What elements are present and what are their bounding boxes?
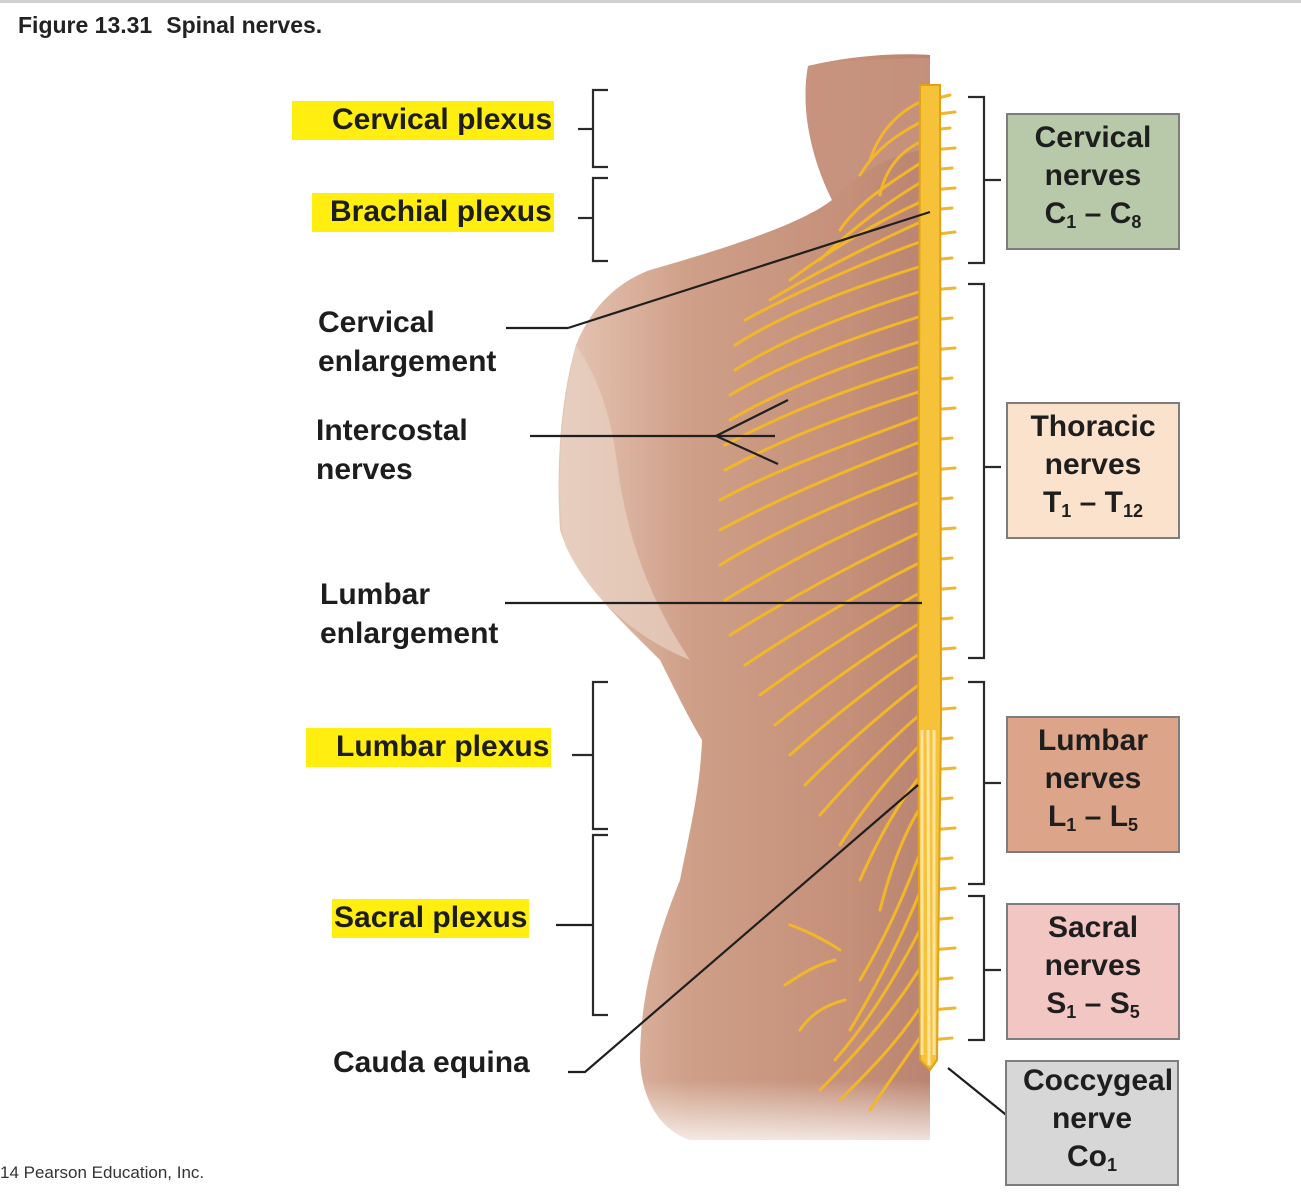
label-sacral-plexus: Sacral plexus: [332, 898, 530, 938]
label-intercostal-nerves: Intercostal nerves: [316, 411, 468, 489]
bottom-fade: [620, 1080, 940, 1150]
range-dash: –: [1084, 197, 1102, 230]
range-start-sub: 1: [1061, 501, 1072, 521]
arm-shading: [559, 345, 690, 660]
range-start-sub: 1: [1106, 1155, 1117, 1175]
box-line: nerves: [1044, 762, 1142, 795]
top-rule: [0, 0, 1301, 3]
cauda-equina-filaments: [920, 729, 936, 1066]
box-sacral-nerves: Sacral nerves S1 – S5: [1006, 903, 1180, 1040]
label-lumbar-enlargement: Lumbar enlargement: [320, 575, 498, 653]
range-end-sub: 8: [1131, 212, 1142, 232]
range-end-sub: 5: [1128, 815, 1139, 835]
range-coccygeal: Co1: [1007, 1138, 1177, 1176]
range-start-sub: 1: [1066, 212, 1077, 232]
box-line: Thoracic: [1030, 410, 1156, 443]
label-line: nerves: [316, 453, 413, 486]
box-line: Lumbar: [1037, 724, 1148, 757]
box-cervical-nerves: Cervical nerves C1 – C8: [1006, 113, 1180, 250]
label-cervical-plexus: Cervical plexus: [292, 100, 555, 140]
neck-shading: [805, 58, 930, 200]
box-line: nerve: [1051, 1102, 1133, 1135]
range-lumbar: L1 – L5: [1008, 798, 1178, 836]
box-line: Coccygeal: [1022, 1064, 1174, 1097]
box-coccygeal-nerve: Coccygeal nerve Co1: [1005, 1060, 1179, 1186]
box-line: Cervical: [1034, 121, 1152, 154]
range-end-sub: 5: [1129, 1002, 1140, 1022]
box-line: nerves: [1044, 949, 1142, 982]
range-start-letter: Co: [1066, 1140, 1107, 1173]
range-thoracic: T1 – T12: [1008, 484, 1178, 522]
highlight-cervical-plexus: Cervical plexus: [292, 101, 555, 140]
range-cervical: C1 – C8: [1008, 195, 1178, 233]
range-sacral: S1 – S5: [1008, 985, 1178, 1023]
label-brachial-plexus: Brachial plexus: [312, 192, 554, 232]
label-line: Lumbar: [320, 578, 431, 611]
box-line: nerves: [1044, 159, 1142, 192]
range-end-letter: L: [1109, 800, 1129, 833]
box-line: nerves: [1044, 448, 1142, 481]
range-dash: –: [1079, 486, 1097, 519]
range-start-letter: L: [1047, 800, 1067, 833]
range-dash: –: [1084, 987, 1102, 1020]
label-line: enlargement: [320, 617, 499, 650]
figure-title: Figure 13.31 Spinal nerves.: [18, 12, 322, 39]
label-cauda-equina: Cauda equina: [333, 1046, 530, 1079]
label-lumbar-plexus: Lumbar plexus: [306, 727, 552, 767]
box-thoracic-nerves: Thoracic nerves T1 – T12: [1006, 402, 1180, 539]
right-brackets: [968, 95, 1001, 1042]
label-cervical-enlargement: Cervical enlargement: [318, 303, 496, 381]
range-start-letter: T: [1042, 486, 1062, 519]
label-line: Cervical: [318, 306, 435, 339]
range-start-sub: 1: [1066, 1002, 1077, 1022]
label-line: enlargement: [318, 345, 497, 378]
range-end-letter: T: [1104, 486, 1123, 519]
range-start-letter: S: [1046, 987, 1067, 1020]
range-end-letter: C: [1109, 197, 1132, 230]
highlight-lumbar-plexus: Lumbar plexus: [306, 728, 552, 767]
box-line: Sacral: [1047, 911, 1139, 944]
range-dash: –: [1084, 800, 1102, 833]
figure-caption: Spinal nerves.: [166, 12, 323, 38]
left-brackets: [572, 88, 608, 1017]
range-end-letter: S: [1109, 987, 1130, 1020]
figure-number: Figure 13.31: [18, 12, 153, 38]
box-lumbar-nerves: Lumbar nerves L1 – L5: [1006, 716, 1180, 853]
range-start-letter: C: [1044, 197, 1067, 230]
highlight-sacral-plexus: Sacral plexus: [332, 899, 530, 938]
range-start-sub: 1: [1066, 815, 1077, 835]
torso-silhouette: [558, 54, 930, 1140]
range-end-sub: 12: [1123, 501, 1144, 521]
label-line: Intercostal: [316, 414, 468, 447]
copyright-notice: 14 Pearson Education, Inc.: [0, 1163, 205, 1182]
leader-lines: [505, 210, 1011, 1119]
highlight-brachial-plexus: Brachial plexus: [312, 193, 554, 232]
